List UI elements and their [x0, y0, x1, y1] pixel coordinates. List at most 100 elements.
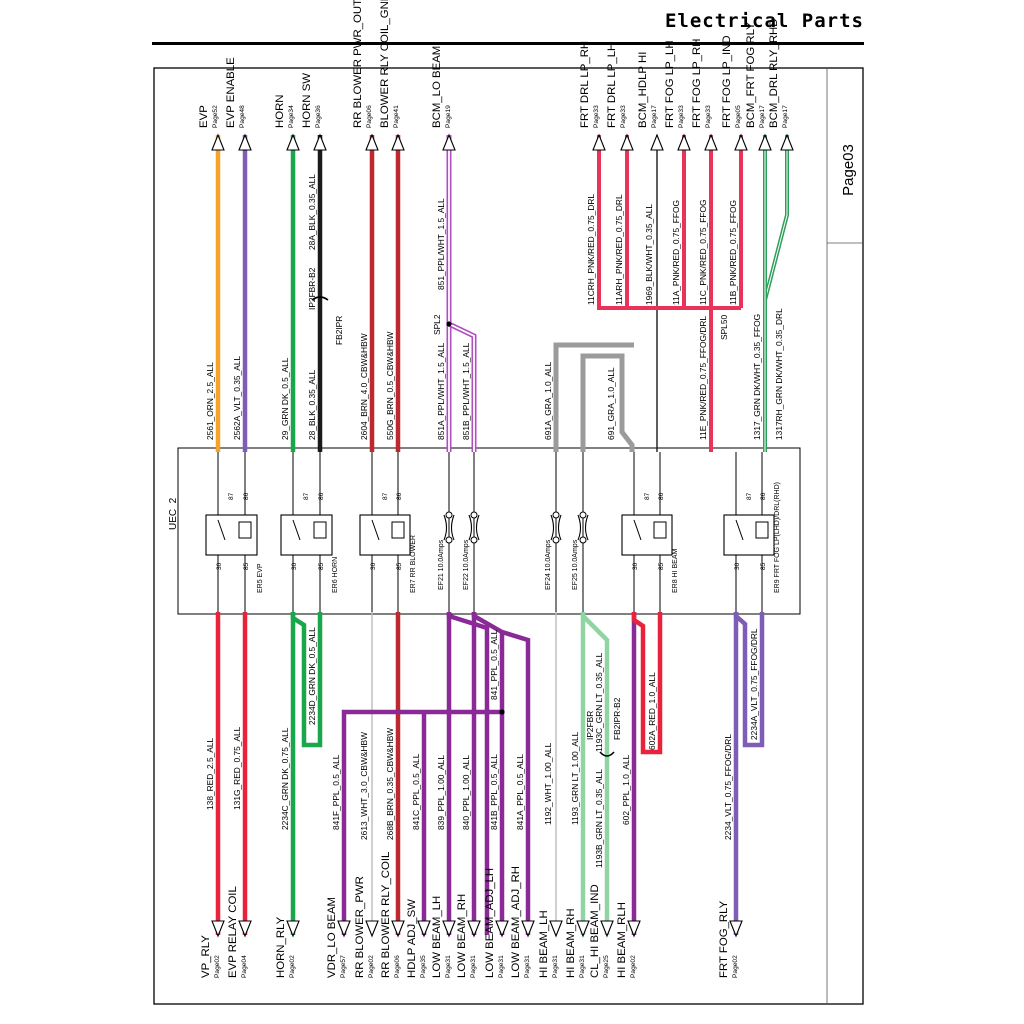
- bottom-connector-arrow-15: [729, 920, 743, 938]
- fuse-ef21-label: EF21 10.0Amps: [438, 539, 445, 590]
- top-connector-page-12: Page05: [735, 105, 742, 128]
- fuse-ef25-label: EF25 10.0Amps: [572, 539, 579, 590]
- bottom-connector-label-0: VP_RLY: [200, 935, 212, 978]
- bottom-connector-page-9: Page31: [498, 955, 505, 978]
- relay-er8-pin-p86: 86: [658, 492, 665, 500]
- bottom-connector-page-5: Page06: [394, 955, 401, 978]
- relay-er5-label: ER5 EVP: [257, 563, 264, 593]
- bottom-wire-label-8: 839_PPL_1.00_ALL: [436, 755, 446, 830]
- inline-bottom-a: IP2FBR: [585, 711, 595, 740]
- top-connector-page-10: Page33: [678, 105, 685, 128]
- bottom-connector-page-8: Page31: [470, 955, 477, 978]
- inline-bottom-b: FB2IPR-B2: [612, 697, 622, 740]
- top-connector-arrow-9: [650, 133, 664, 151]
- relay-er6-pin-p86: 86: [318, 492, 325, 500]
- bottom-connector-label-11: HI BEAM_LH: [538, 910, 550, 978]
- top-wire-label-4: 28A_BLK_0.35_ALL: [307, 174, 317, 250]
- inline-connector-bottom: [599, 751, 615, 757]
- uec2-module-box: [177, 447, 801, 615]
- bottom-connector-page-6: Page35: [420, 955, 427, 978]
- bottom-connector-arrow-12: [576, 920, 590, 938]
- top-connector-arrow-2: [286, 133, 300, 151]
- inline-top-horn-a: IP2FBR-B2: [307, 267, 317, 310]
- top-wire-label-14: 1969_BLK/WHT_0.35_ALL: [644, 204, 654, 305]
- fuse-ef24-label: EF24 10.0Amps: [545, 539, 552, 590]
- relay-er7-pin-p30: 30: [370, 562, 377, 570]
- top-wire-label-20: 1317RH_GRN DK/WHT_0.35_DRL: [774, 308, 784, 440]
- wire-851b-core: [448, 323, 475, 452]
- wire-841: [471, 612, 505, 935]
- bottom-connector-page-13: Page25: [603, 955, 610, 978]
- bottom-wire-label-14: 1193_GRN LT_1.00_ALL: [570, 731, 580, 825]
- bottom-connector-page-0: Page02: [214, 955, 221, 978]
- fuse-ef25: EF25 10.0Amps: [572, 452, 589, 612]
- bottom-connector-arrow-0: [211, 920, 225, 938]
- bottom-wire-label-20: 2234A_VLT_0.75_FFOG/DRL: [749, 628, 759, 740]
- top-connector-label-8: FRT DRL LP_LH: [606, 43, 618, 128]
- bottom-connector-label-1: EVP RELAY COIL: [227, 886, 239, 978]
- inline-connector-horn: [311, 296, 329, 301]
- diagram-frame: [153, 67, 864, 1005]
- bottom-connector-page-2: Page02: [289, 955, 296, 978]
- top-wire-label-19: 1317_GRN DK/WHT_0.35_FFOG: [752, 314, 762, 440]
- top-connector-label-2: HORN: [274, 94, 286, 128]
- wire-2234a: [733, 612, 765, 748]
- bottom-connector-label-8: LOW BEAM_RH: [456, 894, 468, 978]
- splice-spl2: [446, 321, 452, 327]
- top-connector-arrow-1: [238, 133, 252, 151]
- relay-er9-label: ER9 FRT FOG LP(LHD)/DRL(RHD): [774, 482, 781, 593]
- bottom-wire-label-19: 2234_VLT_0.75_FFOG/DRL: [723, 734, 733, 840]
- relay-er6-pin-p30: 30: [291, 562, 298, 570]
- bottom-connector-label-10: LOW BEAM_ADJ_RH: [510, 866, 522, 978]
- bottom-connector-label-7: LOW BEAM_LH: [431, 896, 443, 978]
- top-wire-label-18: 11E_PNK/RED_0.75_FFOG/DRL: [698, 316, 708, 440]
- top-wire-label-1: 2562A_VLT_0.35_ALL: [232, 356, 242, 440]
- bottom-wire-label-15: 1193B_GRN LT_0.35_ALL: [594, 769, 604, 868]
- relay-er6-pin-p87: 87: [303, 492, 310, 500]
- relay-er9-pin-p86: 86: [760, 492, 767, 500]
- top-connector-arrow-4: [365, 133, 379, 151]
- relay-er6-pin-p85: 85: [318, 562, 325, 570]
- bottom-wire-label-6: 268B_BRN_0.35_CBW&HBW: [385, 728, 395, 840]
- bottom-connector-label-5: RR BLOWER RLY_COIL: [380, 852, 392, 978]
- bottom-connector-page-11: Page31: [552, 955, 559, 978]
- splice-spl50-label: SPL50: [719, 315, 729, 340]
- bottom-wire-label-9: 840_PPL_1.00_ALL: [461, 755, 471, 830]
- top-connector-page-14: Page17: [782, 105, 789, 128]
- bottom-connector-page-1: Page04: [241, 955, 248, 978]
- relay-er7-pin-p87: 87: [382, 492, 389, 500]
- header-rule: [152, 42, 864, 45]
- fuse-ef22: EF22 10.0Amps: [463, 452, 480, 612]
- top-connector-label-0: EVP: [198, 105, 210, 128]
- top-wire-label-8: 851B_PPL/WHT_1.5_ALL: [461, 342, 471, 440]
- top-connector-arrow-8: [620, 133, 634, 151]
- wire-602a: [631, 612, 663, 755]
- top-connector-page-2: Page34: [288, 105, 295, 128]
- bottom-connector-arrow-3: [337, 920, 351, 938]
- top-connector-label-13: BCM_FRT FOG RLY: [745, 22, 757, 128]
- top-connector-page-6: Page19: [445, 105, 452, 128]
- bottom-wire-label-0: 138_RED_2.5_ALL: [205, 737, 215, 810]
- relay-er7-pin-p86: 86: [396, 492, 403, 500]
- bottom-connector-arrow-11: [549, 920, 563, 938]
- relay-er5-pin-p85: 85: [243, 562, 250, 570]
- top-wire-label-3: 28_BLK_0.35_ALL: [307, 369, 317, 440]
- relay-er8-pin-p30: 30: [632, 562, 639, 570]
- bottom-wire-label-18: 602A_RED_1.0_ALL: [647, 672, 657, 750]
- top-connector-page-1: Page48: [239, 105, 246, 128]
- top-connector-page-3: Page36: [315, 105, 322, 128]
- relay-er8-label: ER8 HI BEAM: [672, 548, 679, 593]
- relay-er5-pin-p30: 30: [216, 562, 223, 570]
- bottom-wire-label-2: 2234C_GRN DK_0.75_ALL: [280, 727, 290, 830]
- bottom-wire-label-7: 841C_PPL_0.5_ALL: [411, 753, 421, 830]
- page-label: Page03: [840, 144, 857, 196]
- relay-er6-label: ER6 HORN: [332, 557, 339, 593]
- bottom-connector-arrow-13: [600, 920, 614, 938]
- bottom-connector-page-14: Page02: [630, 955, 637, 978]
- top-wire-label-13: 11ARH_PNK/RED_0.75_DRL: [614, 194, 624, 305]
